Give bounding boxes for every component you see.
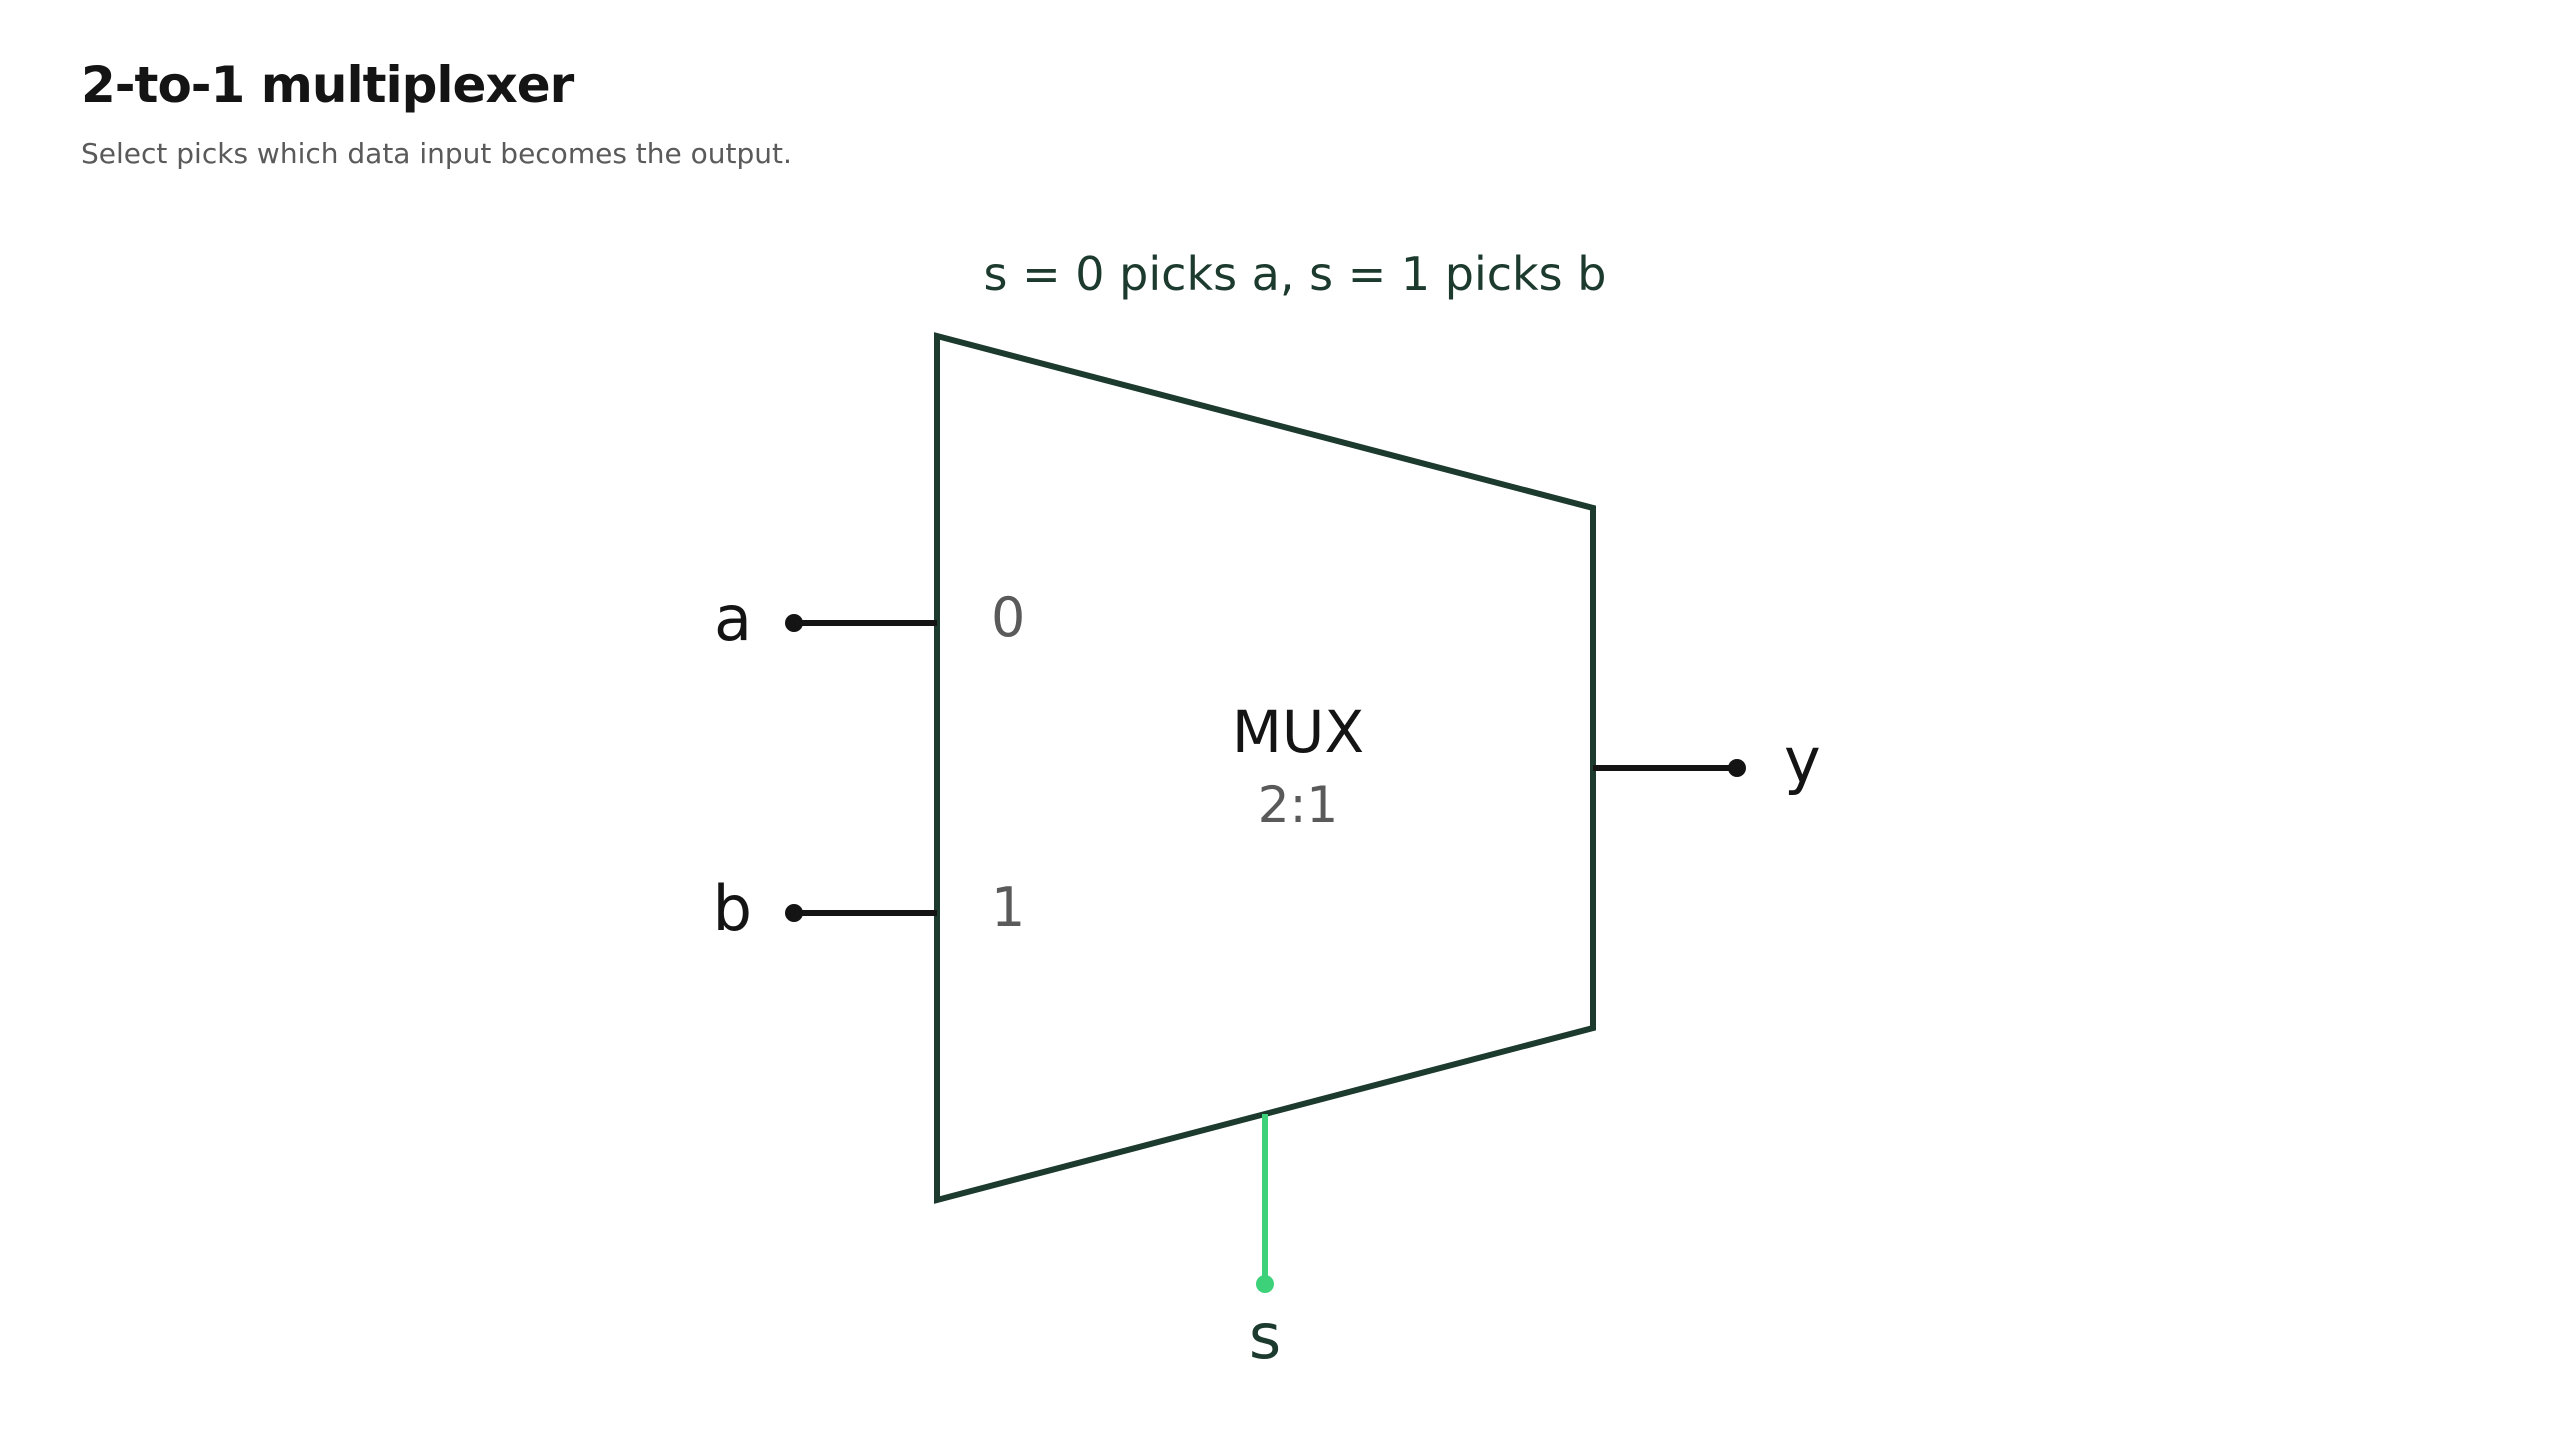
input-a-terminal <box>785 614 803 632</box>
select-s-terminal <box>1256 1275 1274 1293</box>
input-b-label: b <box>713 872 752 945</box>
selection-note: s = 0 picks a, s = 1 picks b <box>984 247 1607 301</box>
input-a: a 0 <box>714 582 1025 655</box>
mux-body <box>934 332 1596 1204</box>
output-y: y <box>1593 724 1821 797</box>
input-a-label: a <box>714 582 752 655</box>
port-1-label: 1 <box>991 876 1025 939</box>
input-b: b 1 <box>713 872 1026 945</box>
select-s: s <box>1249 1114 1281 1373</box>
mux-ratio-label: 2:1 <box>1258 776 1338 834</box>
page-subtitle: Select picks which data input becomes th… <box>81 137 792 170</box>
port-0-label: 0 <box>991 586 1025 649</box>
output-y-terminal <box>1728 759 1746 777</box>
input-b-terminal <box>785 904 803 922</box>
header: 2-to-1 multiplexer Select picks which da… <box>81 58 792 171</box>
select-s-label: s <box>1249 1300 1281 1373</box>
mux-name-label: MUX <box>1232 698 1364 766</box>
page-title: 2-to-1 multiplexer <box>81 56 574 114</box>
output-y-label: y <box>1784 724 1821 797</box>
